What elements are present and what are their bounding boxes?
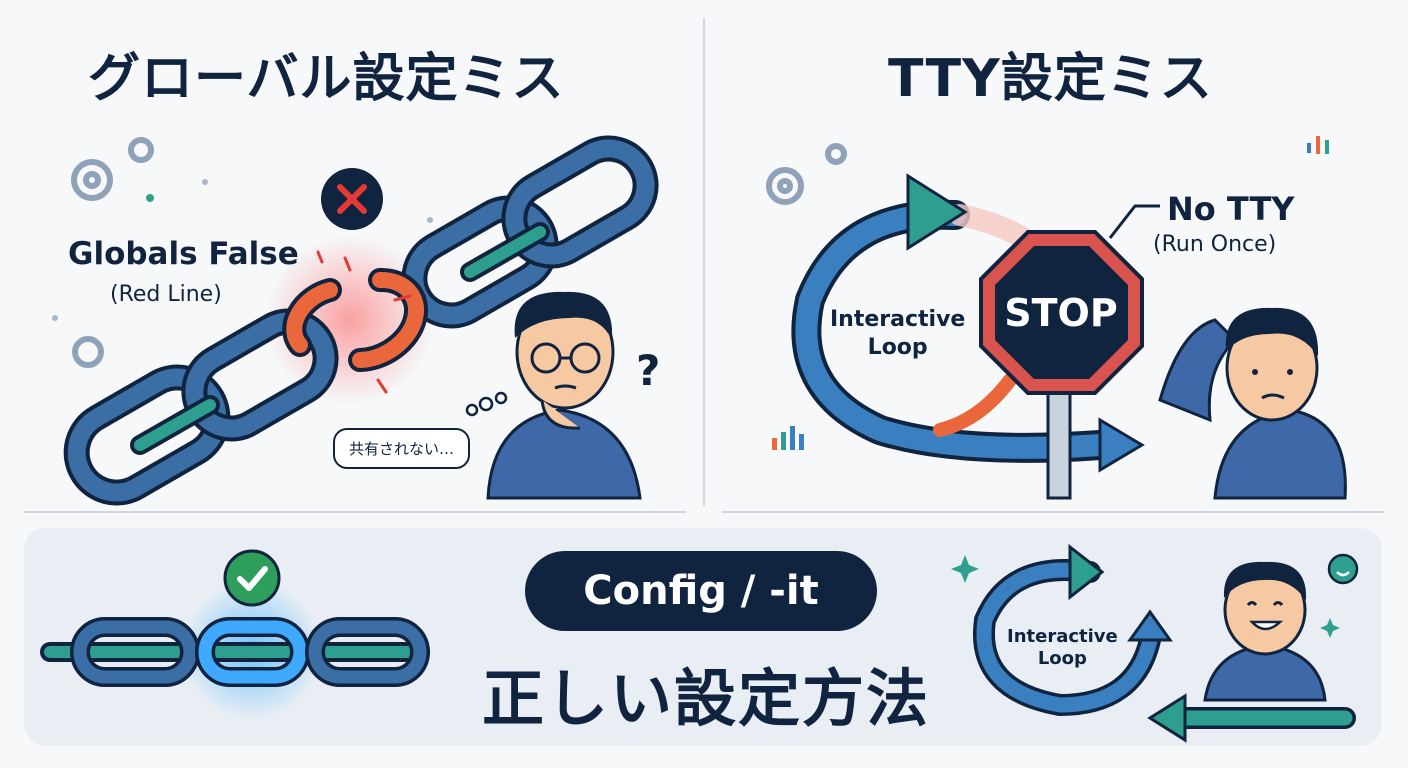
- horizontal-divider-left: [24, 511, 686, 513]
- loop-label-line2: Loop: [867, 335, 928, 360]
- thinking-person: [486, 291, 642, 500]
- error-x-icon: [321, 168, 383, 230]
- correct-setup-title: 正しい設定方法: [482, 662, 931, 735]
- stop-sign-icon: STOP: [979, 230, 1144, 500]
- run-once-arrowhead: [1098, 417, 1145, 473]
- interactive-loop-label: Interactive Loop: [830, 306, 965, 362]
- loop-label-bottom-line1: Interactive: [1007, 626, 1118, 647]
- red-line-sublabel: (Red Line): [110, 282, 222, 307]
- thought-dots: [465, 391, 508, 417]
- speech-bubble: 共有されない…: [333, 428, 471, 469]
- loop-arrowhead: [906, 173, 968, 251]
- gear-icon: [766, 143, 847, 205]
- broken-chain: [63, 135, 659, 506]
- confused-person: [1158, 307, 1347, 500]
- config-pill: Config / -it: [525, 551, 877, 631]
- gear-icon: [71, 137, 154, 368]
- vertical-divider: [703, 18, 705, 506]
- question-mark-icon: ?: [636, 346, 660, 395]
- globals-false-label: Globals False: [68, 236, 299, 272]
- loop-label-line1: Interactive: [830, 307, 966, 332]
- horizontal-divider-right: [722, 511, 1384, 513]
- run-once-sublabel: (Run Once): [1153, 232, 1277, 257]
- interactive-loop-label-bottom: Interactive Loop: [1007, 626, 1118, 670]
- loop-label-bottom-line2: Loop: [1037, 648, 1087, 669]
- mini-bar-chart-icon: [772, 136, 1329, 450]
- title-global-misconfig: グローバル設定ミス: [88, 49, 565, 109]
- no-tty-label: No TTY: [1167, 190, 1295, 228]
- label-leader-line: [1108, 204, 1160, 239]
- stop-sign-label: STOP: [1004, 291, 1117, 335]
- title-tty-misconfig: TTY設定ミス: [888, 49, 1213, 109]
